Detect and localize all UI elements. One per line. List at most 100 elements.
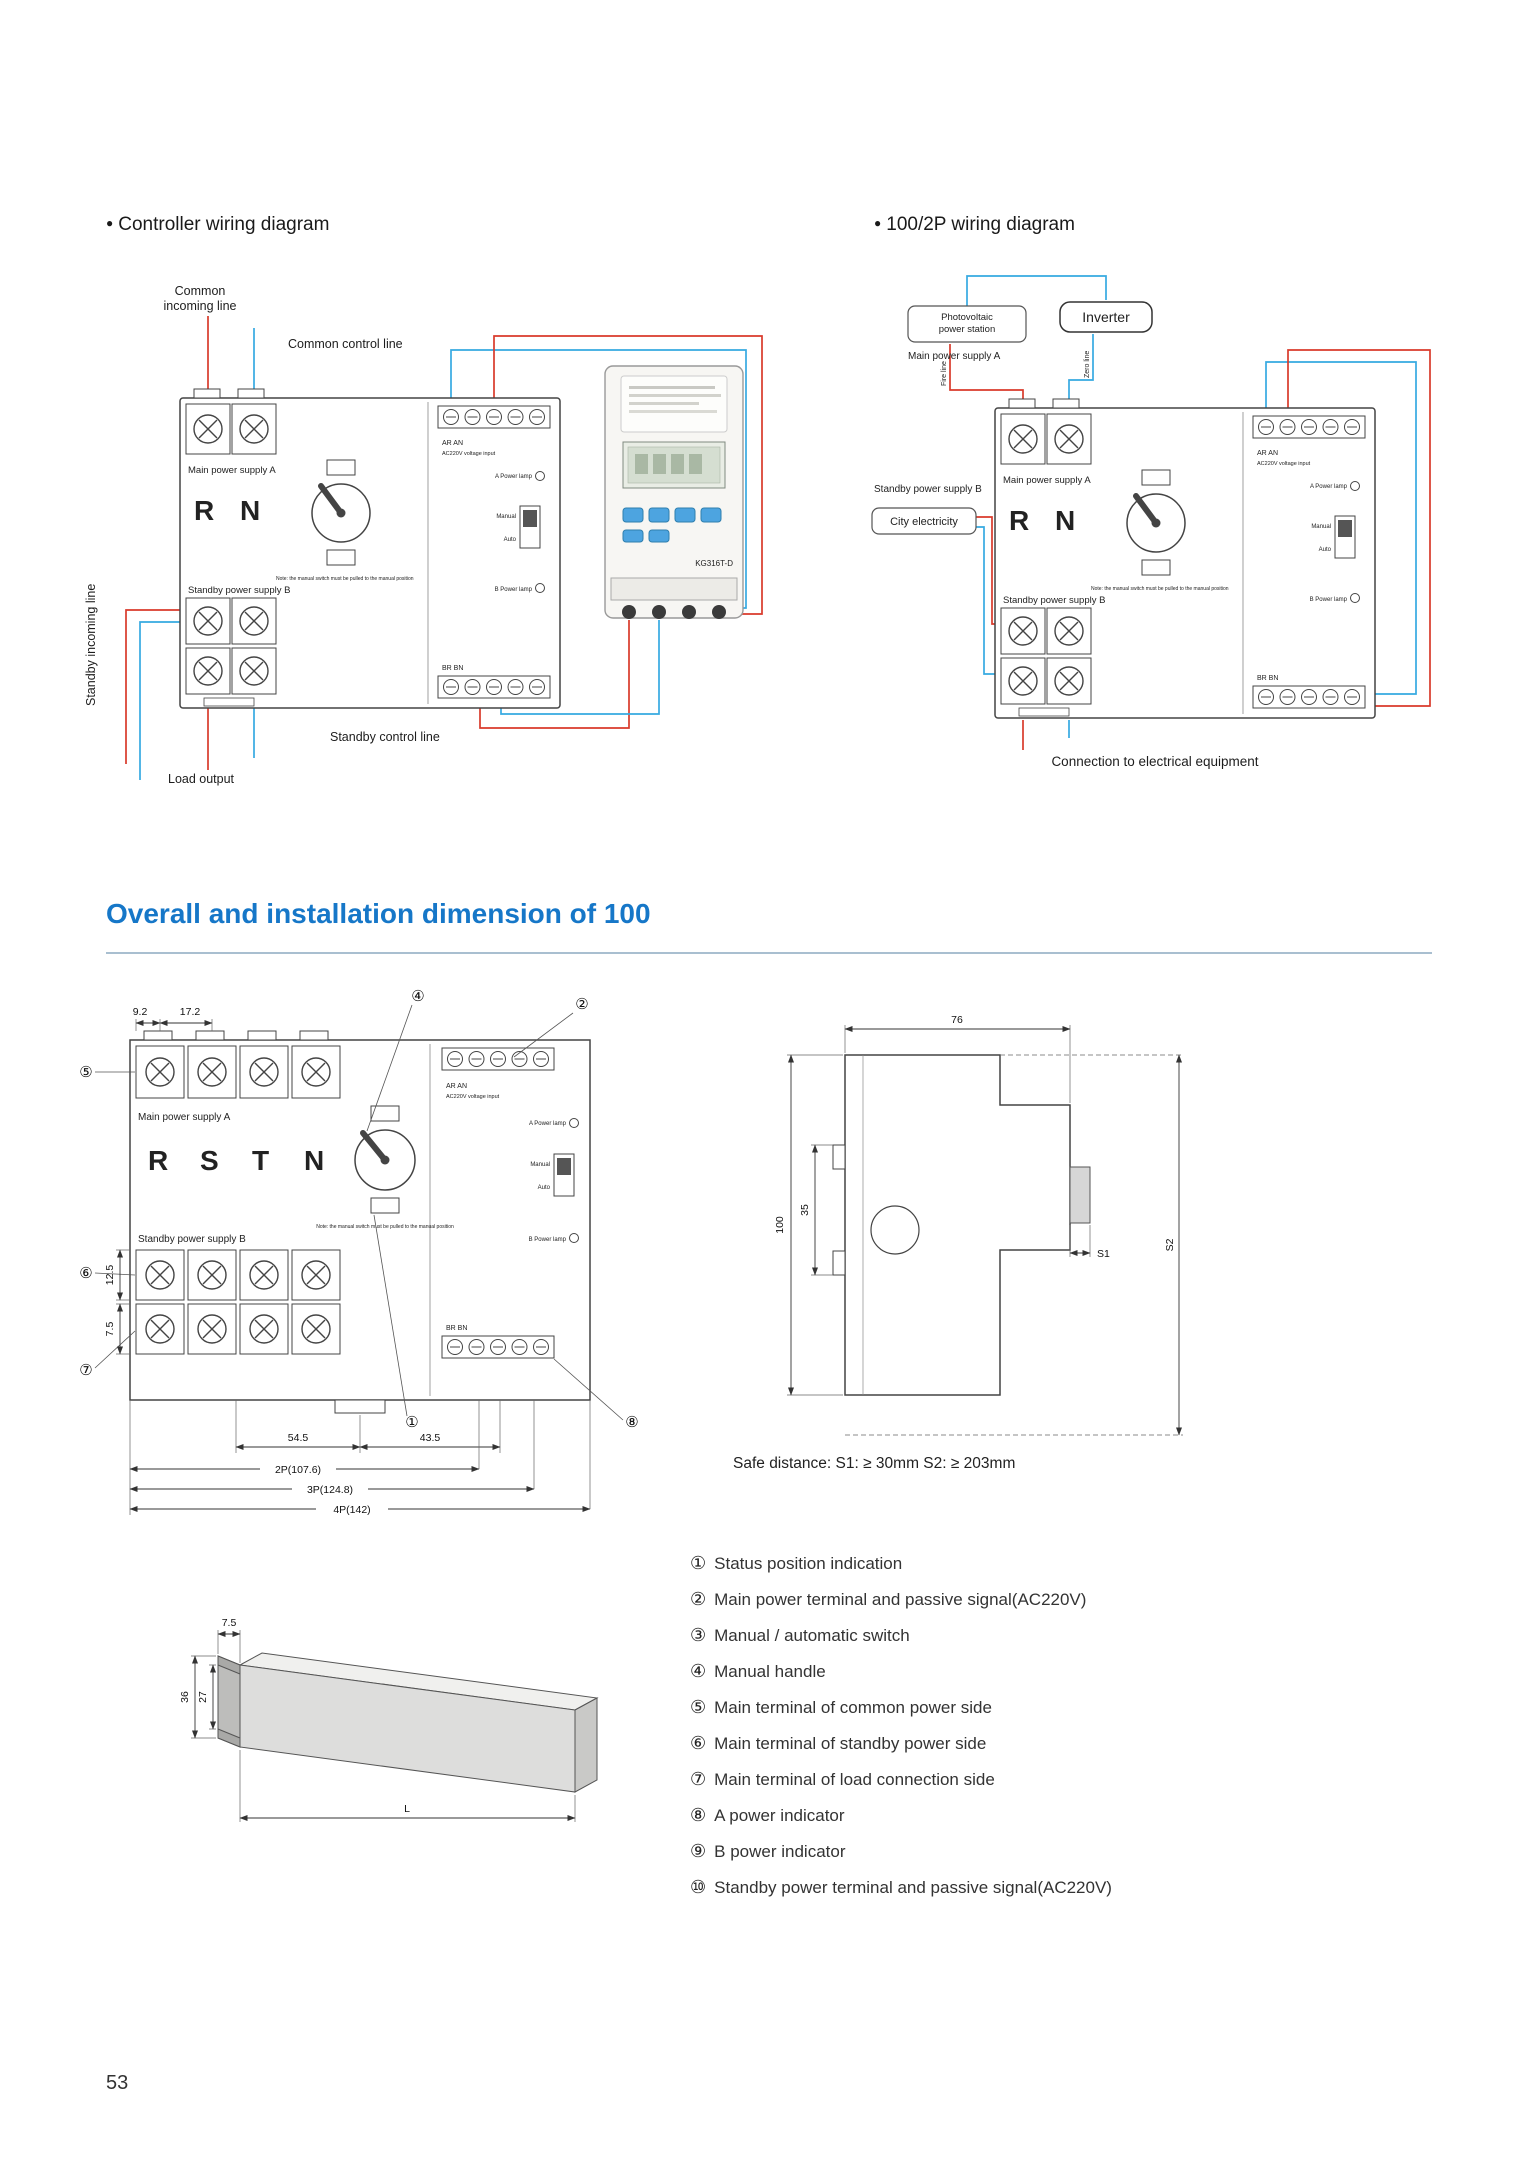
label-common-control: Common control line <box>288 337 403 351</box>
controller-terminal-screw <box>622 605 636 619</box>
legend-item-text: Main terminal of load connection side <box>714 1770 995 1789</box>
dim-12-5: 12.5 <box>104 1265 116 1286</box>
legend-item: ⑩ Standby power terminal and passive sign… <box>690 1869 1112 1905</box>
2p-wiring-diagram: Photovoltaic power station Main power su… <box>871 275 1431 750</box>
dim-43-5: 43.5 <box>420 1432 441 1444</box>
device-phase-t: T <box>252 1145 269 1176</box>
callout-6: ⑥ <box>79 1265 92 1282</box>
pv-station-box <box>907 305 1027 343</box>
ats-device-2p <box>180 389 560 708</box>
2p-wiring-title: ● 100/2P wiring diagram <box>874 214 1075 236</box>
dim-35: 35 <box>799 1204 811 1216</box>
device-phase-r: R <box>148 1145 168 1176</box>
controller-wiring-title: ●Controller wiring diagram <box>106 214 329 236</box>
legend-item-number: ⑤ <box>690 1697 707 1717</box>
controller-diagram-wires <box>125 316 763 780</box>
controller-button <box>700 507 722 523</box>
heading-rule <box>106 952 1432 954</box>
label-standby-power-b: Standby power supply B <box>874 484 982 495</box>
device-phase-s: S <box>200 1145 219 1176</box>
dim-2p: 2P(107.6) <box>275 1464 321 1476</box>
dimension-front-view: Main power supply A R S T N Note: the ma… <box>79 988 638 1516</box>
legend-item-text: Manual handle <box>714 1662 826 1681</box>
section-heading: Overall and installation dimension of 10… <box>106 898 651 929</box>
city-electricity-label: City electricity <box>890 516 958 528</box>
legend-item: ③ Manual / automatic switch <box>690 1617 1112 1653</box>
legend-item-number: ⑥ <box>690 1733 707 1753</box>
b-power-lamp-icon <box>569 1233 579 1243</box>
device-voltage-input: AC220V voltage input <box>446 1094 500 1100</box>
side-hole <box>870 1205 920 1255</box>
device-b-lamp-label: B Power lamp <box>529 1237 567 1243</box>
inverter-box <box>1059 301 1153 333</box>
device-manual-label: Manual <box>530 1162 550 1168</box>
legend-item-number: ② <box>690 1589 707 1609</box>
bullet-icon: ● <box>106 216 114 230</box>
callout-8: ⑧ <box>625 1414 638 1431</box>
label-common-incoming: Common incoming line <box>163 284 237 313</box>
page-number: 53 <box>106 2072 129 2094</box>
legend-item-text: Manual / automatic switch <box>714 1626 910 1645</box>
legend-item: ④ Manual handle <box>690 1653 1112 1689</box>
rail-dim-7-5: 7.5 <box>222 1617 237 1629</box>
pv-station-label-line1: Photovoltaic <box>941 312 993 323</box>
device-phase-n: N <box>304 1145 324 1176</box>
device-main-a-label: Main power supply A <box>138 1112 231 1123</box>
label-zero-line: Zero line <box>1084 351 1091 378</box>
rail-dim-27: 27 <box>197 1691 209 1703</box>
din-clip <box>334 1399 386 1414</box>
legend-item-text: Status position indication <box>714 1554 903 1573</box>
pv-station-label-line2: power station <box>939 324 996 335</box>
rail-groove-bottom <box>832 1250 846 1276</box>
device-standby-b-label: Standby power supply B <box>138 1234 246 1245</box>
din-rail-clip <box>1069 1166 1091 1224</box>
controller-button <box>648 507 670 523</box>
legend-item: ⑦ Main terminal of load connection side <box>690 1761 1112 1797</box>
label-standby-incoming: Standby incoming line <box>84 583 98 706</box>
legend-item-number: ③ <box>690 1625 707 1645</box>
label-fire-line: Fire line <box>941 361 948 386</box>
dim-3p: 3P(124.8) <box>307 1484 353 1496</box>
callout-5: ⑤ <box>79 1064 92 1081</box>
legend-item-number: ⑨ <box>690 1841 707 1861</box>
ats-device-2p <box>995 399 1375 718</box>
dim-76: 76 <box>951 1014 963 1026</box>
bullet-icon: ● <box>874 216 882 230</box>
label-load-output: Load output <box>168 772 235 786</box>
callout-7: ⑦ <box>79 1362 92 1379</box>
controller-button <box>648 529 670 543</box>
callout-2: ② <box>575 996 588 1013</box>
rail-dim-36: 36 <box>179 1691 191 1703</box>
controller-terminal-screw <box>652 605 666 619</box>
controller-terminal-screw <box>712 605 726 619</box>
dim-100: 100 <box>774 1216 786 1234</box>
legend-item-number: ④ <box>690 1661 707 1681</box>
controller-button <box>622 507 644 523</box>
device-ar-an: AR AN <box>446 1083 467 1090</box>
inverter-label: Inverter <box>1082 309 1130 325</box>
device-a-lamp-label: A Power lamp <box>529 1121 567 1127</box>
legend-item-number: ⑩ <box>690 1877 707 1897</box>
a-power-lamp-icon <box>569 1118 579 1128</box>
2p-wiring-title-text: 100/2P wiring diagram <box>886 214 1075 235</box>
controller-button <box>622 529 644 543</box>
controller-wiring-diagram: KG316T-D <box>125 316 763 780</box>
device-br-bn: BR BN <box>446 1325 467 1332</box>
din-rail-drawing: 7.5 36 27 L <box>179 1617 599 1822</box>
legend-item-number: ⑧ <box>690 1805 707 1825</box>
device-auto-label: Auto <box>538 1185 551 1191</box>
dim-7-5: 7.5 <box>104 1322 116 1337</box>
dim-s2: S2 <box>1164 1238 1176 1251</box>
dimension-side-view: 76 100 35 S1 S2 <box>774 1014 1183 1436</box>
legend-item-text: Standby power terminal and passive signa… <box>714 1878 1112 1897</box>
label-main-power-a: Main power supply A <box>908 351 1001 362</box>
city-electricity-box <box>871 507 977 535</box>
legend-item-number: ⑦ <box>690 1769 707 1789</box>
controller-button <box>674 507 696 523</box>
label-standby-control: Standby control line <box>330 730 440 744</box>
